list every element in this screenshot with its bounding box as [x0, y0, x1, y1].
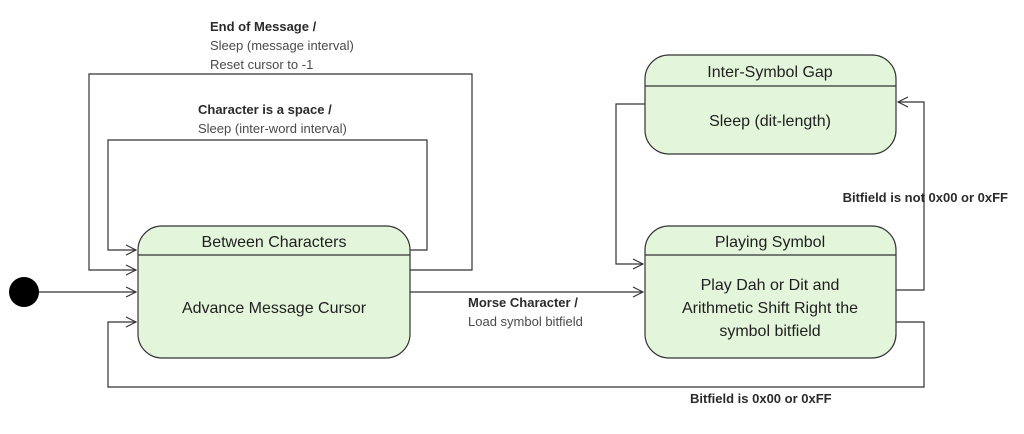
- state-title-gap: Inter-Symbol Gap: [707, 64, 832, 81]
- state-inter-symbol-gap: Inter-Symbol Gap Sleep (dit-length): [644, 54, 897, 155]
- transition-done-arrow: [107, 322, 925, 388]
- label-end-of-message-action-2: Reset cursor to -1: [210, 57, 313, 72]
- state-body-between: Advance Message Cursor: [182, 300, 367, 317]
- state-body-playing-line2: Arithmetic Shift Right the: [682, 300, 858, 317]
- state-title-between: Between Characters: [202, 234, 347, 251]
- transition-space-arrow: [107, 139, 428, 250]
- initial-state-dot: [9, 277, 39, 307]
- label-space-trigger: Character is a space /: [198, 102, 332, 117]
- label-morse-action-1: Load symbol bitfield: [468, 314, 583, 329]
- state-body-gap: Sleep (dit-length): [709, 113, 831, 130]
- label-end-of-message-trigger: End of Message /: [210, 19, 317, 34]
- label-end-of-message-action-1: Sleep (message interval): [210, 38, 354, 53]
- state-body-playing-line1: Play Dah or Dit and: [701, 277, 840, 294]
- state-title-playing: Playing Symbol: [715, 234, 825, 251]
- state-playing-symbol: Playing Symbol Play Dah or Dit and Arith…: [644, 225, 897, 359]
- label-space-action-1: Sleep (inter-word interval): [198, 121, 347, 136]
- transition-gap-to-playing-arrow: [615, 103, 645, 264]
- transition-not-done-arrow: [896, 102, 925, 291]
- state-between-characters: Between Characters Advance Message Curso…: [137, 225, 411, 359]
- state-body-playing-line3: symbol bitfield: [719, 323, 820, 340]
- label-done-trigger: Bitfield is 0x00 or 0xFF: [690, 391, 832, 406]
- label-not-done-trigger: Bitfield is not 0x00 or 0xFF: [843, 190, 1008, 205]
- transition-end-of-message-arrow: [88, 73, 473, 270]
- label-morse-trigger: Morse Character /: [468, 295, 578, 310]
